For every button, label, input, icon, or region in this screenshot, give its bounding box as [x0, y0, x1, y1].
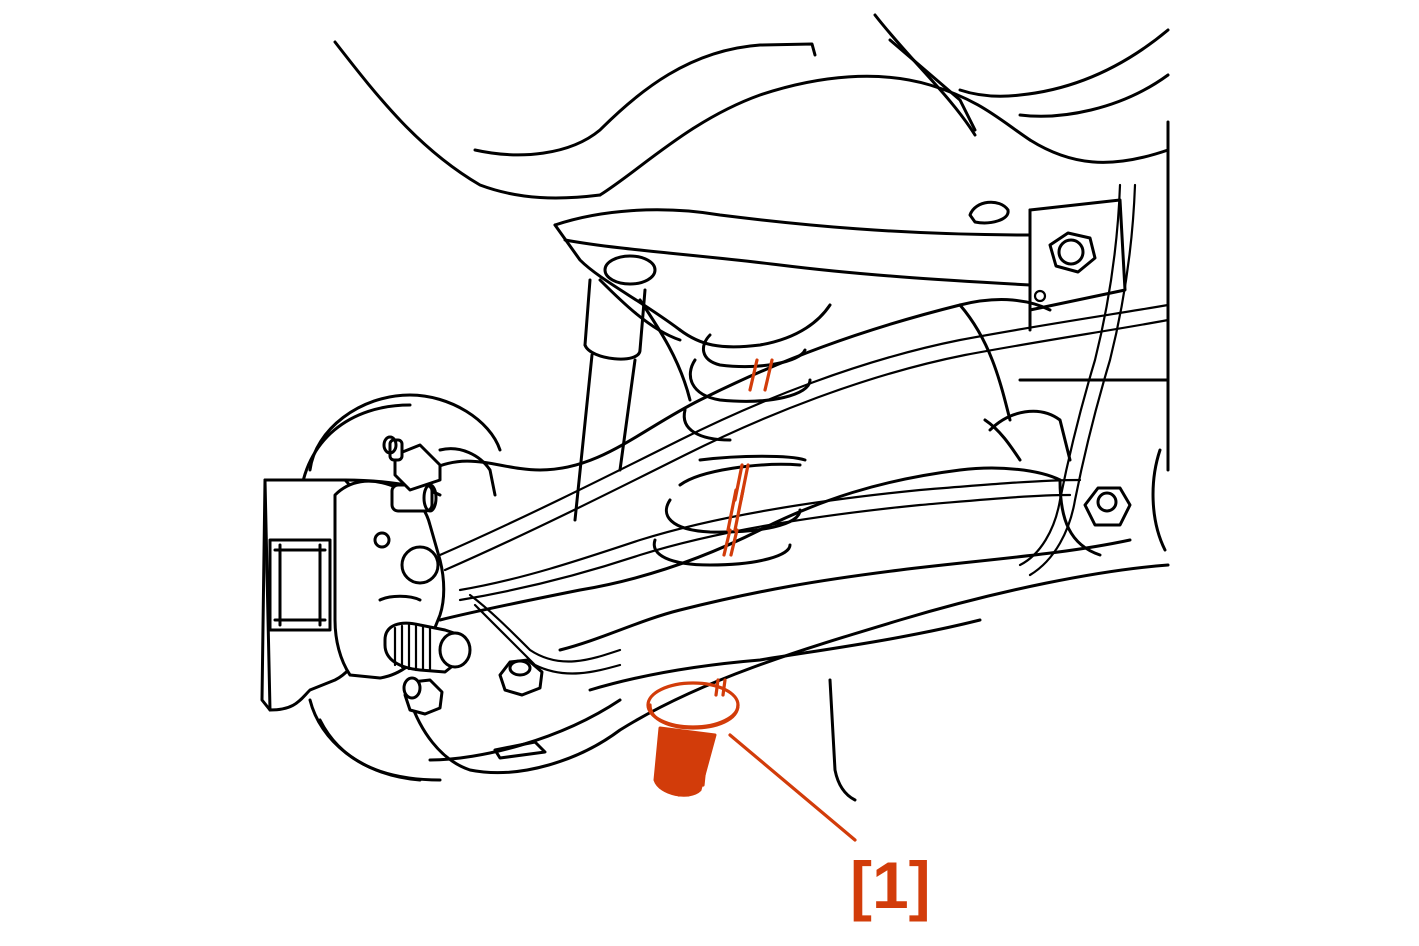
- bolt-lower-right: [1083, 486, 1132, 527]
- lower-control-arm: [408, 298, 1170, 802]
- nut-lower-1: [498, 658, 544, 697]
- callout-label: [1]: [850, 848, 931, 922]
- coil-spring: [652, 333, 812, 567]
- crossmember: [553, 198, 1127, 402]
- callout-leader: [728, 733, 857, 842]
- shock-absorber: [573, 278, 647, 522]
- nut-lower-2: [402, 676, 444, 716]
- highlighted-spring-guide: [714, 358, 774, 697]
- bushing-bolt-lower: [383, 621, 472, 674]
- body-outline: [333, 13, 1170, 472]
- stud-bolt-upper: [382, 435, 442, 492]
- brake-lines: [438, 183, 1170, 675]
- highlighted-bump-stop: [646, 681, 740, 797]
